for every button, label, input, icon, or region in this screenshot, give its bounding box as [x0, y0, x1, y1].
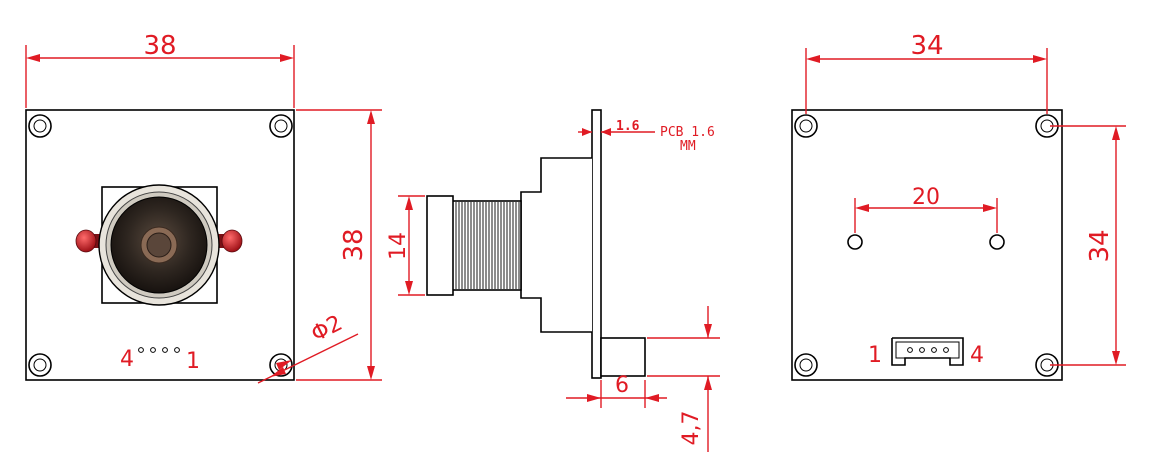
front-width-dimension: [25, 45, 295, 108]
side-lens-barrel: [451, 200, 522, 291]
led-right: [217, 229, 243, 253]
back-inner-hole-right: [989, 234, 1005, 250]
front-view: 4 1 38 38 Φ2: [25, 31, 382, 384]
back-connector: [891, 337, 964, 366]
connector-width-dimension: [566, 380, 667, 408]
pcb-note-line2: MM: [680, 139, 696, 154]
camera-lens: [98, 184, 220, 306]
back-mounting-hole-bottom-left: [794, 353, 818, 377]
hole-diameter-leader: [257, 333, 359, 384]
back-pin-right-label: 4: [970, 343, 984, 368]
front-height-label: 38: [339, 228, 369, 261]
lens-thread-lines: [455, 202, 520, 289]
lens-diameter-dimension: [398, 195, 425, 296]
front-mounting-hole-bottom-left: [28, 353, 52, 377]
front-width-label: 38: [143, 31, 176, 61]
back-pin-left-label: 1: [868, 343, 882, 368]
back-inner-spacing-label: 20: [912, 185, 940, 210]
front-pin-left-label: 4: [120, 347, 134, 372]
front-mounting-hole-top-right: [269, 114, 293, 138]
back-board: [791, 109, 1063, 381]
pcb-thickness-dimension: [578, 128, 655, 136]
back-height-dimension: [1050, 125, 1126, 366]
connector-height-label: 4,7: [679, 411, 704, 446]
connector-height-dimension: [647, 306, 720, 452]
side-pcb: [591, 109, 602, 379]
back-view: 1 4 34 34 20: [791, 31, 1126, 381]
front-mounting-hole-top-left: [28, 114, 52, 138]
front-pin-right-label: 1: [186, 349, 200, 374]
back-inner-hole-left: [847, 234, 863, 250]
pcb-note-line1: PCB 1.6: [660, 125, 715, 140]
side-connector: [600, 337, 646, 377]
back-width-dimension: [805, 48, 1048, 114]
side-view: 1.6 PCB 1.6 MM 14 6: [386, 109, 720, 452]
pcb-thickness-label: 1.6: [616, 119, 640, 134]
connector-width-label: 6: [615, 373, 629, 398]
side-lens-front: [426, 195, 454, 296]
front-connector-pins: [138, 347, 180, 353]
back-width-label: 34: [910, 31, 943, 61]
back-inner-spacing-dimension: [854, 198, 998, 233]
back-height-label: 34: [1085, 229, 1115, 262]
front-height-dimension: [296, 109, 382, 381]
lens-diameter-label: 14: [386, 232, 411, 260]
back-mounting-hole-top-left: [794, 114, 818, 138]
